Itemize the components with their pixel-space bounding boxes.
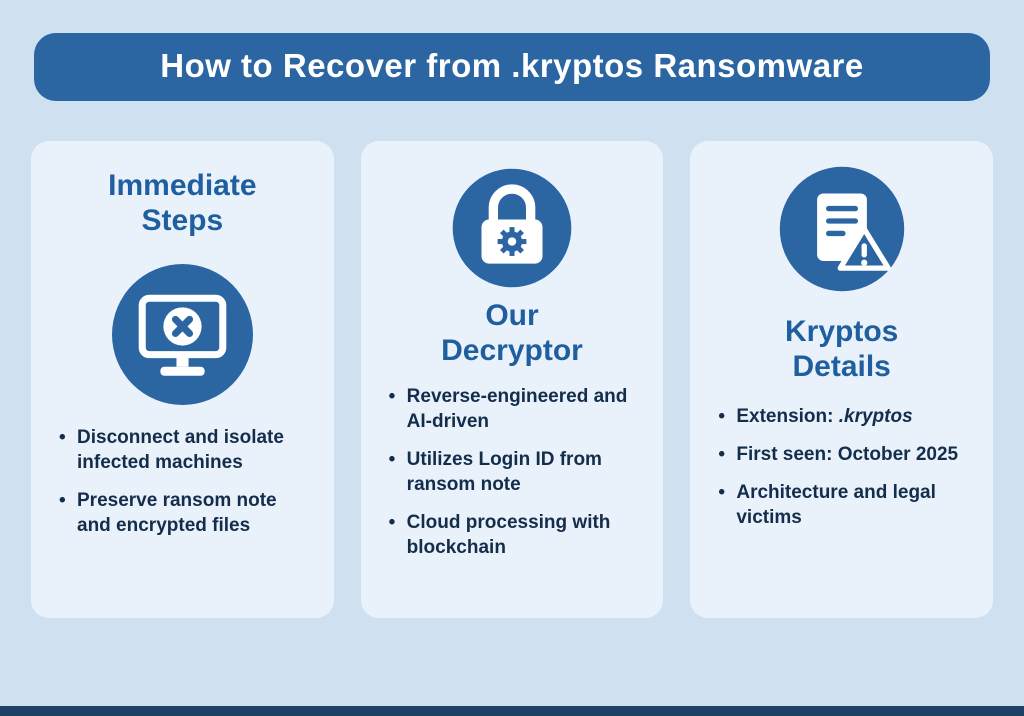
- list-item: Utilizes Login ID from ransom note: [389, 447, 644, 497]
- card-title: Our Decryptor: [441, 299, 583, 367]
- bullet-list: Reverse-engineered and AI-driven Utilize…: [381, 384, 644, 560]
- footer-bar: [0, 706, 1024, 716]
- list-item: Extension: .kryptos: [718, 404, 973, 429]
- list-item: Preserve ransom note and encrypted files: [59, 488, 314, 538]
- list-item: Disconnect and isolate infected machines: [59, 425, 314, 475]
- card-title: Kryptos Details: [785, 315, 899, 383]
- cards-row: Immediate Steps Disconnect and isolate i…: [31, 141, 994, 618]
- document-warning-icon: [710, 165, 973, 293]
- list-item: Architecture and legal victims: [718, 480, 973, 530]
- card-immediate-steps: Immediate Steps Disconnect and isolate i…: [31, 141, 334, 618]
- bullet-list: Extension: .kryptos First seen: October …: [710, 404, 973, 530]
- page-title: How to Recover from .kryptos Ransomware: [160, 47, 864, 84]
- card-kryptos-details: Kryptos Details Extension: .kryptos Firs…: [690, 141, 994, 618]
- card-our-decryptor: Our Decryptor Reverse-engineered and AI-…: [360, 141, 664, 618]
- list-item: Cloud processing with blockchain: [389, 510, 644, 560]
- list-item: Reverse-engineered and AI-driven: [389, 384, 644, 434]
- padlock-gear-icon: [381, 167, 644, 289]
- header-banner: How to Recover from .kryptos Ransomware: [34, 33, 990, 101]
- infected-monitor-icon: [51, 262, 314, 407]
- bullet-list: Disconnect and isolate infected machines…: [51, 425, 314, 538]
- list-item: First seen: October 2025: [718, 442, 973, 467]
- card-title: Immediate Steps: [108, 169, 257, 237]
- infographic: How to Recover from .kryptos Ransomware …: [0, 33, 1024, 716]
- extension-name: .kryptos: [838, 406, 913, 427]
